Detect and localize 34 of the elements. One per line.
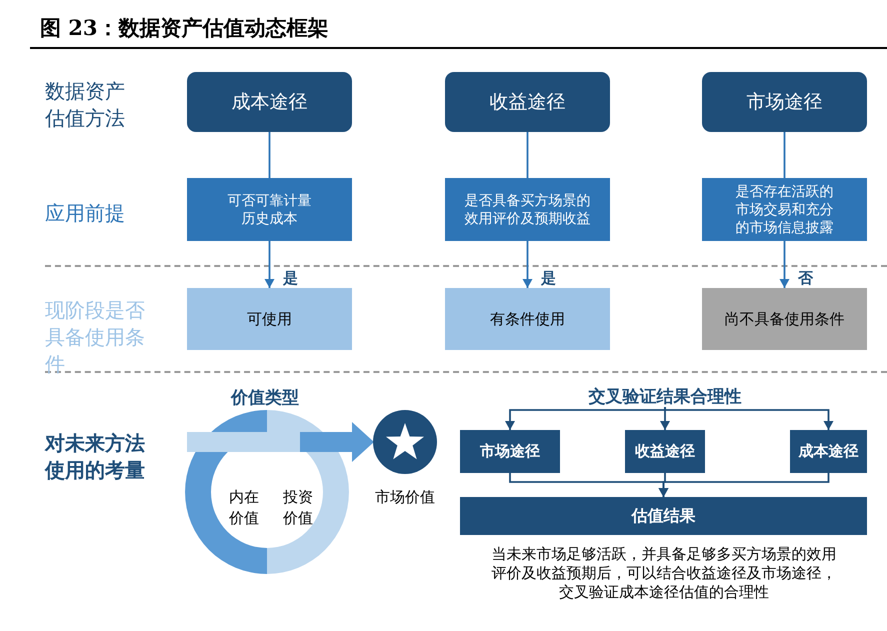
row-label: 数据资产估值方法 [45,78,126,132]
status-box: 可使用 [187,288,352,350]
method-box: 收益途径 [625,430,705,473]
edge-label: 否 [797,270,814,287]
arrow [264,241,274,288]
edge-label: 是 [540,270,557,287]
row-label: 现阶段是否具备使用条件 [45,297,146,378]
result-bar: 估值结果 [460,497,867,535]
figure-title: 图 23：数据资产估值动态框架 [40,14,329,42]
arrow [505,407,666,430]
arrow [664,407,834,430]
ring-label: 投资价值 [283,487,314,529]
row-label: 应用前提 [45,200,126,227]
arrow [658,473,830,497]
status-box: 尚不具备使用条件 [702,288,867,350]
method-box: 市场途径 [460,430,560,473]
method-box: 收益途径 [445,72,610,132]
condition-box: 是否具备买方场景的效用评价及预期收益 [445,178,610,241]
node-caption: 市场价值 [374,488,436,507]
method-box: 成本途径 [790,430,867,473]
status-box: 有条件使用 [445,288,610,350]
method-box: 市场途径 [702,72,867,132]
section-heading: 交叉验证结果合理性 [560,385,770,407]
arrow [350,422,374,462]
method-box: 成本途径 [187,72,352,132]
arrow [780,241,790,288]
edge-label: 是 [282,270,299,287]
condition-box: 可否可靠计量历史成本 [187,178,352,241]
condition-box: 是否存在活跃的市场交易和充分的市场信息披露 [702,178,867,241]
section-heading: 价值类型 [230,387,300,409]
ring-label: 内在价值 [229,487,260,529]
row-label: 对未来方法使用的考量 [45,430,146,484]
arrow [522,241,532,288]
note-text: 当未来市场足够活跃，并具备足够多买方场景的效用评价及收益预期后，可以结合收益途径及市场途径，交叉验证成本途径估值的合理性 [490,545,838,602]
